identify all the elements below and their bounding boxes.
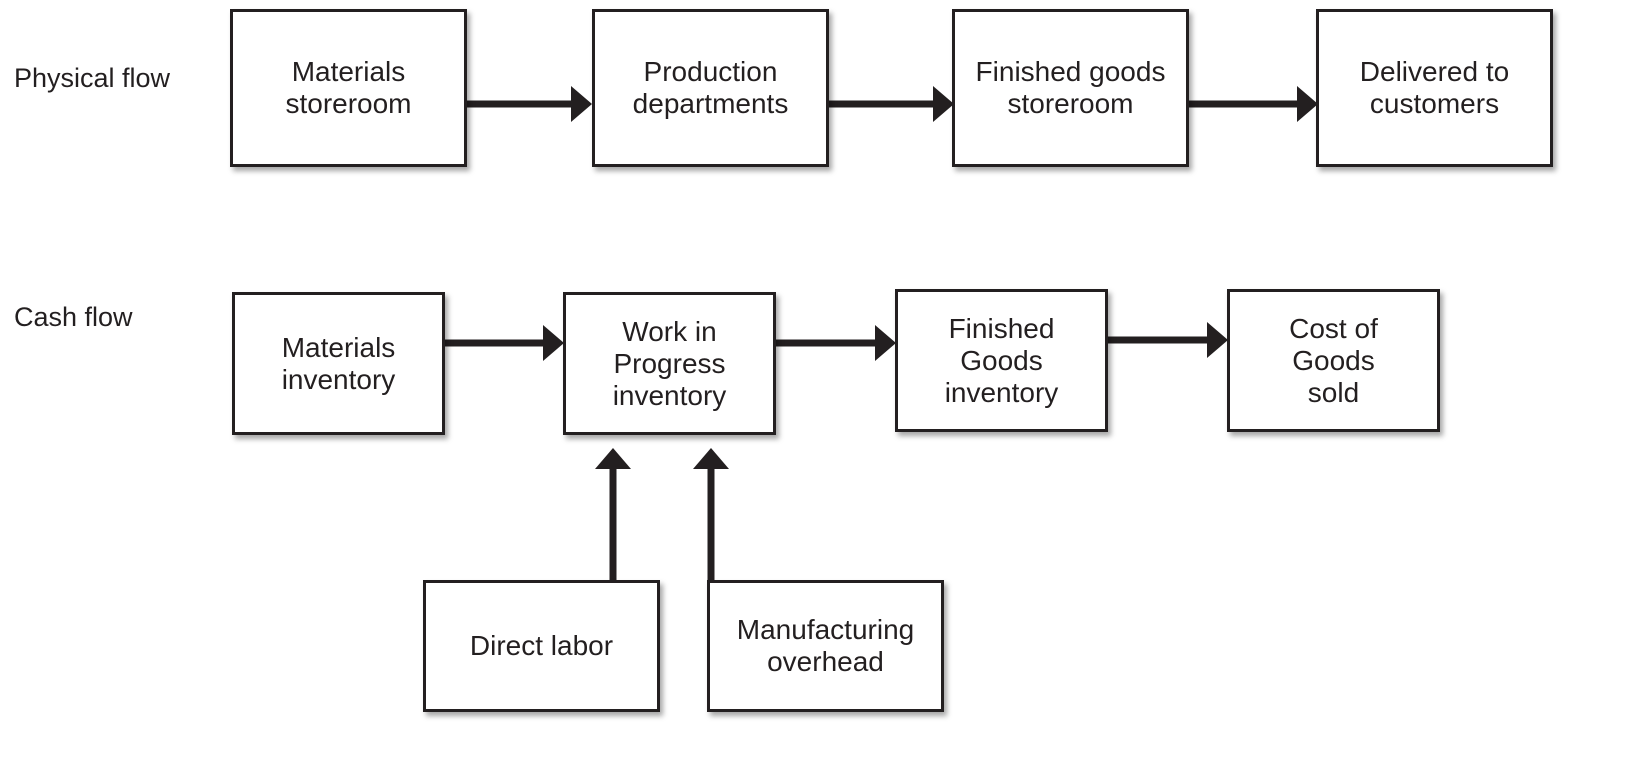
node-line: inventory [612, 379, 727, 411]
node-line: Cost of [1289, 312, 1378, 344]
work-in-progress-inventory-text: Work in Progress inventory [613, 316, 727, 412]
node-line: storeroom [1007, 88, 1134, 119]
node-line: Production [643, 56, 778, 87]
arrow-manufacturing-overhead-to-work-in-progress [693, 448, 729, 582]
delivered-to-customers-box: Delivered to customers [1316, 9, 1553, 167]
finished-goods-inventory-text: Finished Goods inventory [945, 313, 1059, 409]
arrow-finished-goods-inventory-to-cost-of-goods-sold [1108, 322, 1228, 358]
node-line: storeroom [285, 88, 412, 119]
work-in-progress-inventory-box: Work in Progress inventory [563, 292, 776, 435]
arrow-production-departments-to-finished-goods-storeroom [829, 86, 954, 122]
node-line: Finished goods [975, 56, 1166, 87]
materials-storeroom-text: Materials storeroom [285, 56, 411, 120]
node-line: inventory [944, 376, 1059, 408]
node-line: Goods [960, 344, 1043, 376]
node-line: Progress [613, 347, 726, 379]
finished-goods-storeroom-text: Finished goods storeroom [976, 56, 1166, 120]
node-line: Materials [281, 331, 396, 363]
arrow-materials-storeroom-to-production-departments [467, 86, 592, 122]
manufacturing-overhead-box: Manufacturing overhead [707, 580, 944, 712]
node-line: departments [632, 88, 789, 119]
delivered-to-customers-text: Delivered to customers [1360, 56, 1509, 120]
node-line: Direct labor [469, 630, 614, 661]
arrow-materials-inventory-to-work-in-progress [445, 325, 564, 361]
physical-flow-label: Physical flow [14, 63, 171, 93]
cost-of-goods-sold-text: Cost of Goods sold [1289, 313, 1378, 409]
arrow-work-in-progress-to-finished-goods-inventory [776, 325, 896, 361]
finished-goods-storeroom-box: Finished goods storeroom [952, 9, 1189, 167]
direct-labor-box: Direct labor [423, 580, 660, 712]
cost-of-goods-sold-box: Cost of Goods sold [1227, 289, 1440, 432]
materials-storeroom-box: Materials storeroom [230, 9, 467, 167]
manufacturing-overhead-text: Manufacturing overhead [737, 614, 914, 678]
node-line: Materials [291, 56, 406, 87]
materials-inventory-text: Materials inventory [282, 332, 396, 396]
node-line: Finished [948, 312, 1055, 344]
production-departments-text: Production departments [633, 56, 789, 120]
node-line: overhead [767, 646, 884, 677]
node-line: Delivered to [1359, 56, 1510, 87]
node-line: Manufacturing [736, 614, 915, 645]
production-departments-box: Production departments [592, 9, 829, 167]
arrow-finished-goods-storeroom-to-delivered-to-customers [1189, 86, 1318, 122]
node-line: Work in [622, 315, 717, 347]
node-line: sold [1307, 376, 1360, 408]
cash-flow-label: Cash flow [14, 302, 133, 332]
node-line: Goods [1292, 344, 1375, 376]
materials-inventory-box: Materials inventory [232, 292, 445, 435]
finished-goods-inventory-box: Finished Goods inventory [895, 289, 1108, 432]
node-line: customers [1369, 88, 1500, 119]
direct-labor-text: Direct labor [470, 630, 613, 662]
arrow-direct-labor-to-work-in-progress [595, 448, 631, 582]
node-line: inventory [281, 363, 396, 395]
